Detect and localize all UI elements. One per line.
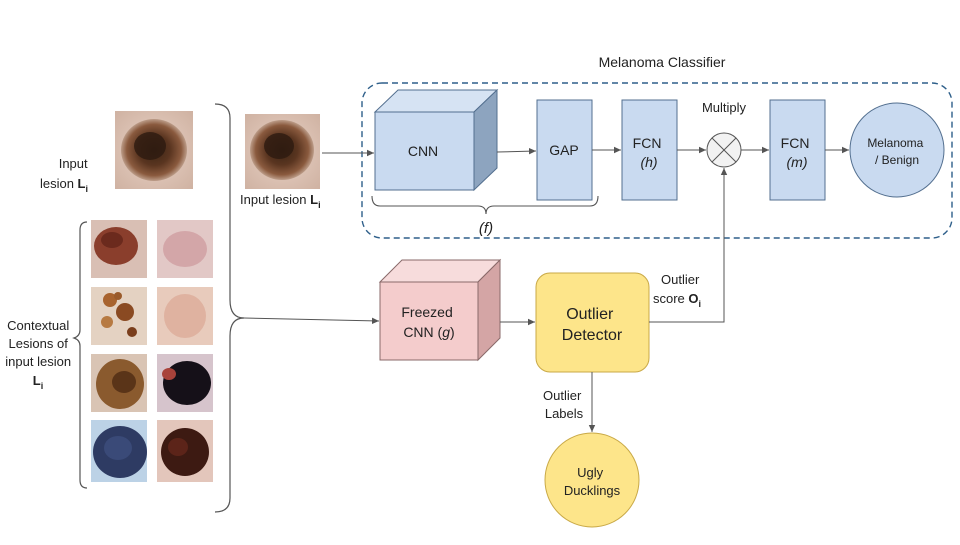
arrow-brace-to-freezed — [243, 317, 380, 325]
input-lesion-mid-label: Input lesion Li — [240, 192, 321, 210]
fcn-h-label: FCN (h) — [633, 135, 666, 170]
ugly-ducklings-node — [544, 432, 640, 528]
output-label: Melanoma / Benign — [867, 136, 926, 167]
ugly-ducklings-label: Ugly Ducklings — [564, 465, 621, 498]
classifier-container — [361, 82, 953, 239]
f-brace — [371, 195, 599, 215]
classifier-title: Melanoma Classifier — [599, 54, 726, 70]
input-lesion-image-mid — [245, 114, 320, 189]
outlier-labels-label: Outlier Labels — [543, 388, 585, 421]
f-label: (f) — [479, 220, 493, 237]
cnn-label: CNN — [408, 143, 438, 159]
outlier-score-label: Outlier score Oi — [653, 272, 703, 309]
cnn-block: CNN — [373, 88, 499, 192]
freezed-cnn-block: Freezed CNN (g) — [378, 258, 502, 362]
outlier-detector-label: Outlier Detector — [562, 306, 623, 344]
contextual-brace — [72, 221, 88, 489]
connectors — [243, 146, 849, 432]
input-lesion-image — [115, 111, 193, 189]
fcn-m-label: FCN (m) — [781, 135, 814, 170]
arrow-cnn-to-gap — [496, 147, 537, 155]
multiply-label: Multiply — [702, 100, 747, 115]
freezed-cnn-label: Freezed CNN (g) — [401, 304, 456, 340]
contextual-label: Contextual Lesions of input lesion Li — [5, 318, 74, 391]
arrow-detector-to-multiply — [649, 168, 728, 323]
input-lesion-label: Input lesion Li — [40, 156, 91, 194]
gap-label: GAP — [549, 142, 579, 158]
big-brace — [214, 103, 245, 513]
multiply-node — [706, 132, 742, 168]
fcn-h-block — [621, 99, 678, 201]
output-node — [849, 102, 945, 198]
gap-block — [536, 99, 593, 201]
contextual-lesions-grid — [91, 220, 213, 482]
